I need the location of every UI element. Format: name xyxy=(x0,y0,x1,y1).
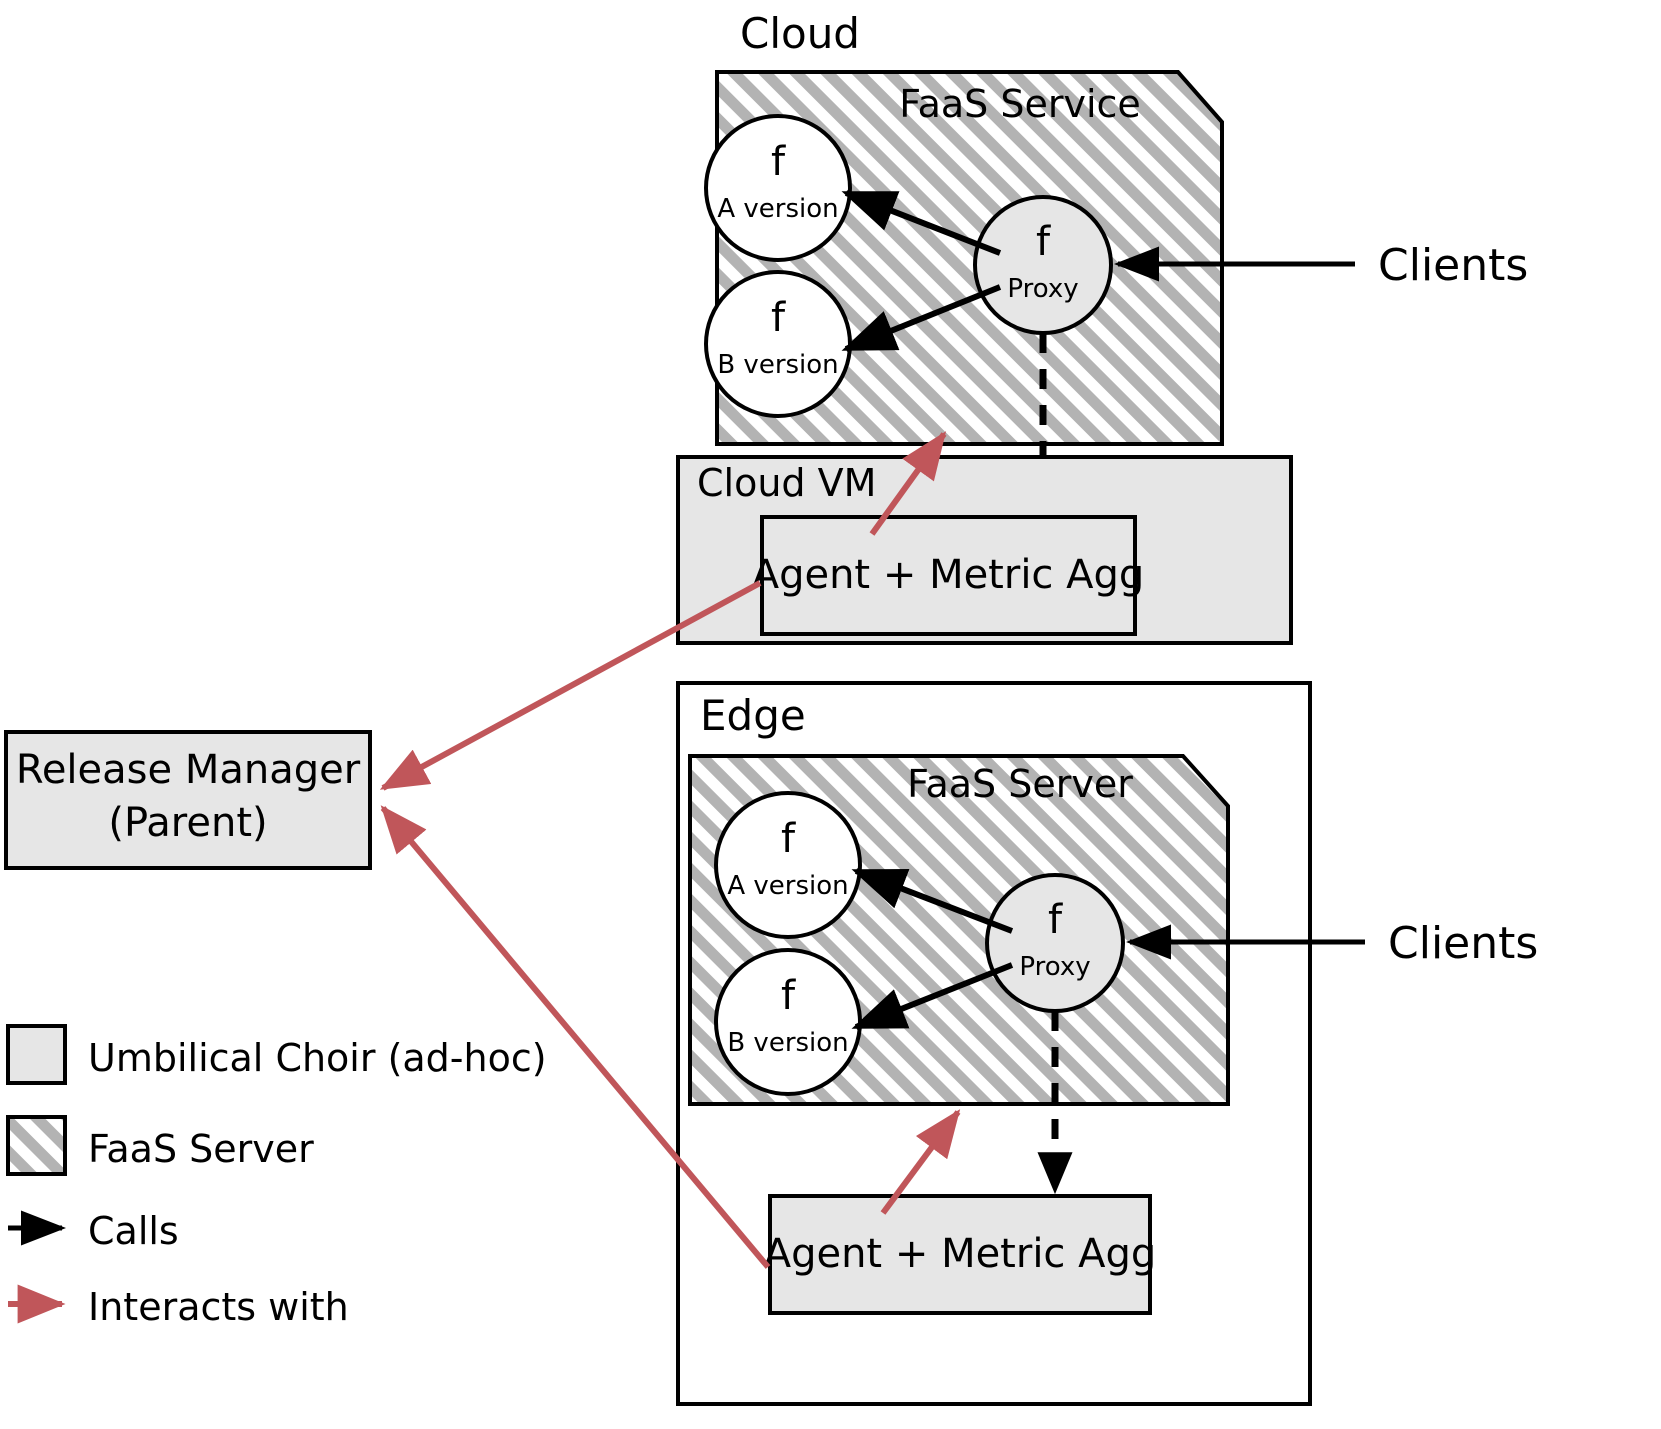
release-manager-box xyxy=(4,730,372,870)
edge-clients-label: Clients xyxy=(1388,918,1538,969)
legend-label-interacts-with: Interacts with xyxy=(88,1285,349,1329)
legend-label-faas-server: FaaS Server xyxy=(88,1127,314,1171)
edge-proxy-label: Proxy xyxy=(1019,952,1090,982)
legend-swatch-faas-server xyxy=(6,1115,67,1176)
cloud-proxy-to-a-arrow xyxy=(841,190,1002,256)
legend-swatch-umbilical-choir xyxy=(6,1024,67,1085)
edge-function-a-node xyxy=(714,791,862,939)
cloud-function-b-version: B version xyxy=(717,350,838,380)
cloud-proxy-symbol: f xyxy=(1036,219,1051,265)
edge-agent-label: Agent + Metric Agg xyxy=(764,1231,1157,1277)
edge-proxy-to-a-arrow xyxy=(851,868,1014,934)
faas-server-label: FaaS Server xyxy=(907,762,1133,806)
cloud-function-b-symbol: f xyxy=(771,295,786,341)
cloud-function-b-node xyxy=(704,270,852,418)
cloud-vm-label: Cloud VM xyxy=(697,461,876,505)
legend-label-calls: Calls xyxy=(88,1209,179,1253)
cloud-agent-to-faas-arrow xyxy=(869,431,947,536)
cloud-agent-to-release-manager-arrow xyxy=(379,580,762,791)
edge-proxy-to-b-arrow xyxy=(851,962,1014,1030)
edge-function-b-version: B version xyxy=(727,1028,848,1058)
cloud-clients-label: Clients xyxy=(1378,240,1528,291)
edge-agent-to-release-manager-arrow xyxy=(380,805,771,1269)
cloud-proxy-node xyxy=(973,195,1113,335)
cloud-agent-label: Agent + Metric Agg xyxy=(752,552,1145,598)
cloud-agent-box xyxy=(760,515,1137,636)
faas-service-label: FaaS Service xyxy=(899,82,1141,126)
legend-label-umbilical-choir: Umbilical Choir (ad-hoc) xyxy=(88,1036,547,1080)
edge-function-a-version: A version xyxy=(727,871,848,901)
cloud-function-a-symbol: f xyxy=(771,139,786,185)
edge-function-a-symbol: f xyxy=(781,816,796,862)
release-manager-line1: Release Manager xyxy=(16,747,361,793)
edge-function-b-symbol: f xyxy=(781,973,796,1019)
cloud-proxy-to-b-arrow xyxy=(841,284,1002,352)
edge-container xyxy=(676,681,1312,1406)
edge-agent-to-faas-arrow xyxy=(880,1109,961,1215)
edge-section-title: Edge xyxy=(700,691,806,740)
edge-proxy-symbol: f xyxy=(1048,897,1063,943)
cloud-function-a-node xyxy=(704,114,852,262)
cloud-section-title: Cloud xyxy=(740,9,860,58)
edge-proxy-node xyxy=(985,873,1125,1013)
cloud-proxy-label: Proxy xyxy=(1007,274,1078,304)
edge-function-b-node xyxy=(714,948,862,1096)
cloud-function-a-version: A version xyxy=(717,194,838,224)
release-manager-line2: (Parent) xyxy=(108,800,267,846)
edge-agent-box xyxy=(768,1194,1152,1315)
